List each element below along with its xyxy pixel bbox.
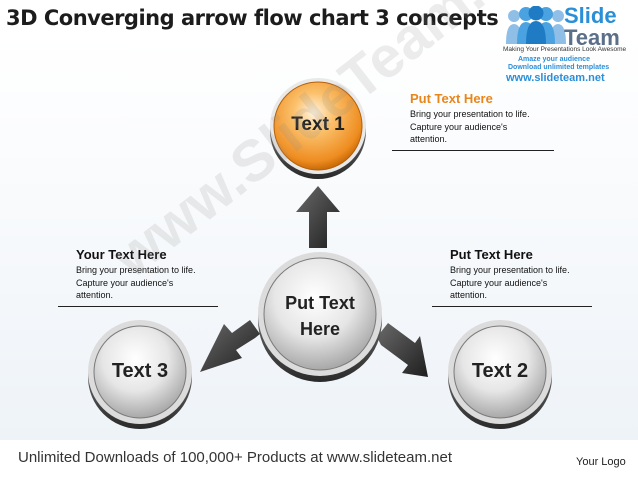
text-block-left-line-3: attention. — [76, 290, 114, 300]
circle-text-2-label: Text 2 — [471, 360, 529, 382]
your-logo-text: Your Logo — [576, 456, 626, 468]
arrow-down-left — [200, 320, 260, 372]
circle-text-3 — [88, 320, 192, 429]
text-block-left-heading: Your Text Here — [76, 247, 167, 262]
page-title: 3D Converging arrow flow chart 3 concept… — [6, 6, 499, 30]
text-block-right-rule — [432, 305, 592, 307]
text-block-top-rule — [392, 149, 554, 151]
circle-center — [258, 252, 382, 382]
text-block-right-heading: Put Text Here — [450, 247, 533, 262]
logo-team-text: Team — [564, 25, 620, 50]
arrow-down-right — [377, 323, 428, 377]
text-block-left-line-1: Bring your presentation to life. — [76, 265, 196, 275]
circle-center-label-line-1: Put Text — [285, 293, 355, 313]
logo-tagline: Making Your Presentations Look Awesome — [503, 46, 627, 53]
circle-text-1-label: Text 1 — [291, 114, 345, 135]
circle-center-label: Put Text Here — [270, 290, 370, 342]
text-block-top-line-1: Bring your presentation to life. — [410, 109, 530, 119]
text-block-right-line-3: attention. — [450, 290, 488, 300]
text-block-top-heading: Put Text Here — [410, 91, 493, 106]
logo-line-1: Amaze your audience — [518, 56, 590, 63]
slideteam-logo: Slide Team Making Your Presentations Loo… — [500, 3, 634, 84]
text-block-left-rule — [58, 305, 218, 307]
circle-text-1 — [270, 78, 366, 179]
text-block-top-line-3: attention. — [410, 134, 448, 144]
arrow-up — [296, 186, 340, 248]
text-block-right: Put Text Here Bring your presentation to… — [432, 247, 592, 307]
logo-slide-text: Slide — [564, 3, 617, 28]
logo-line-2: Download unlimited templates — [508, 64, 610, 71]
circle-center-label-line-2: Here — [299, 319, 341, 339]
logo-url: www.slideteam.net — [506, 72, 605, 84]
text-block-top: Put Text Here Bring your presentation to… — [392, 91, 554, 151]
text-block-top-line-2: Capture your audience's — [410, 121, 508, 132]
footer-text: Unlimited Downloads of 100,000+ Products… — [18, 449, 452, 466]
text-block-left: Your Text Here Bring your presentation t… — [58, 247, 218, 307]
circle-text-3-label: Text 3 — [111, 360, 169, 382]
text-block-right-line-2: Capture your audience's — [450, 277, 548, 288]
circle-text-2 — [448, 320, 552, 429]
text-block-left-line-2: Capture your audience's — [76, 277, 174, 288]
people-icon — [506, 6, 566, 44]
text-block-right-line-1: Bring your presentation to life. — [450, 265, 570, 275]
